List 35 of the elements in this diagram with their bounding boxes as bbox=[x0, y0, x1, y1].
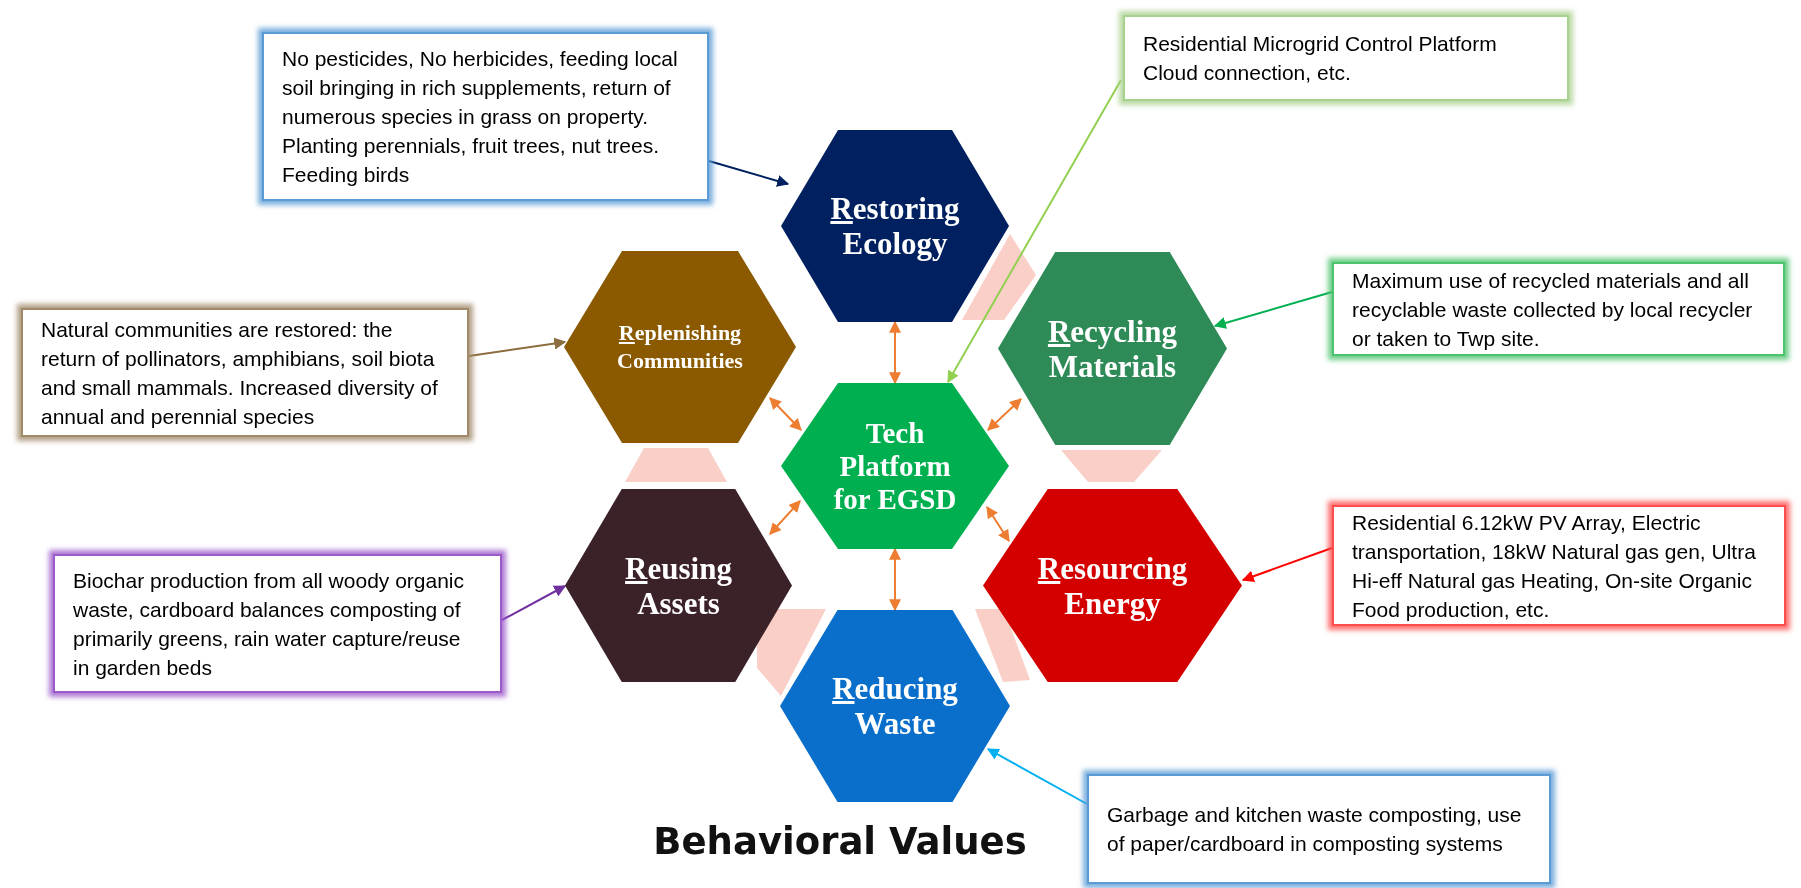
callout-text: Maximum use of recycled materials and all recyclable waste collected by local recycler or taken to Twp site. bbox=[1352, 267, 1754, 352]
arrow bbox=[501, 585, 567, 621]
callout-text: Biochar production from all woody organic waste, cardboard balances composting of primarily greens, rain water capture/reuse in garden beds bbox=[73, 567, 466, 681]
diagram-title: Behavioral Values bbox=[652, 820, 1028, 863]
callout-text: Residential 6.12kW PV Array, Electric transportation, 18kW Natural gas gen, Ultra Hi-eff Natural gas Heating, On-site Organic Food production, etc. bbox=[1352, 509, 1757, 623]
arrow bbox=[1213, 291, 1333, 329]
callout-box bbox=[21, 308, 469, 437]
callout-text: Garbage and kitchen waste composting, use of paper/cardboard in composting systems bbox=[1107, 802, 1523, 857]
callout-box bbox=[1332, 505, 1786, 626]
callout-text: Residential Microgrid Control Platform Cloud connection, etc. bbox=[1143, 31, 1498, 86]
callout-box bbox=[53, 554, 502, 693]
arrow bbox=[708, 160, 790, 187]
callout-box bbox=[1087, 774, 1551, 884]
hexagon-label: Replenishing Communities bbox=[616, 319, 744, 375]
hexagon-label: Tech Platform for EGSD bbox=[832, 416, 958, 516]
callout-box bbox=[1332, 262, 1785, 356]
arrow bbox=[769, 397, 802, 431]
arrow bbox=[889, 547, 901, 612]
arrow bbox=[986, 748, 1088, 805]
hexagon-label: Resourcing Energy bbox=[1036, 550, 1189, 621]
callout-box bbox=[1123, 15, 1569, 101]
arrow bbox=[947, 79, 1122, 384]
arrow bbox=[889, 320, 901, 385]
arrow bbox=[1241, 547, 1333, 582]
hexagon-label: Restoring Ecology bbox=[829, 191, 961, 261]
callout-text: Natural communities are restored: the return of pollinators, amphibians, soil biota and small mammals. Increased diversity of annual and perennial species bbox=[41, 316, 439, 430]
callout-box bbox=[262, 32, 709, 201]
arrow bbox=[769, 500, 801, 535]
arrow bbox=[987, 398, 1022, 431]
hexagon-label: Reducing Waste bbox=[831, 671, 959, 741]
hexagon-label: Recycling Materials bbox=[1046, 313, 1179, 384]
hexagon-label: Reusing Assets bbox=[624, 550, 733, 621]
arrow bbox=[986, 506, 1010, 542]
callout-text: No pesticides, No herbicides, feeding local soil bringing in rich supplements, return of numerous species in grass on property. Planting perennials, fruit trees, nut trees. Feeding birds bbox=[282, 46, 679, 188]
arrow bbox=[468, 337, 567, 357]
